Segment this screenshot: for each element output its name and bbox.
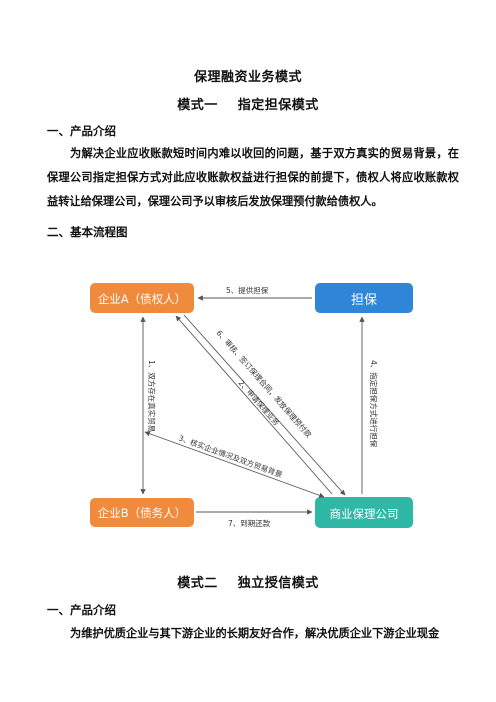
mode1-title: 模式一 指定担保模式 [177, 98, 319, 113]
node-creditor-label: 企业A（债权人） [98, 292, 186, 306]
document-title: 保理融资业务模式 [193, 70, 302, 85]
section1-heading: 一、产品介绍 [47, 124, 116, 138]
section3-paragraph: 为维护优质企业与其下游企业的长期友好合作，解决优质企业下游企业现金 [70, 627, 440, 640]
node-factoring: 商业保理公司 [315, 497, 413, 528]
mode2-title: 模式二 独立授信模式 [177, 576, 319, 591]
section3-heading: 一、产品介绍 [47, 603, 116, 617]
edge-5-label: 5、提供担保 [226, 285, 269, 295]
node-debtor-label: 企业B（债务人） [98, 506, 186, 520]
node-creditor: 企业A（债权人） [90, 283, 194, 313]
node-guarantee-label: 担保 [351, 293, 377, 308]
section2-heading: 二、基本流程图 [47, 225, 128, 239]
edge-4-label: 4、指定担保方式进行担保 [369, 360, 379, 448]
node-debtor: 企业B（债务人） [90, 498, 194, 527]
edge-3-label: 3、核实企业情况及双方贸易背景 [177, 432, 284, 479]
edge-1-label: 1、双方存在真实贸易 [147, 360, 157, 432]
edge-7-label: 7、到期还款 [228, 518, 271, 528]
node-factoring-label: 商业保理公司 [330, 507, 399, 521]
section1-paragraph: 为解决企业应收账款短时间内难以收回的问题，基于双方真实的贸易背景，在保理公司指定… [47, 147, 459, 208]
edge-6-label: 6、审核、签订保理合同，发放保理预付款 [214, 328, 314, 440]
edge-3-arrow [144, 431, 325, 498]
node-guarantee: 担保 [315, 283, 413, 313]
